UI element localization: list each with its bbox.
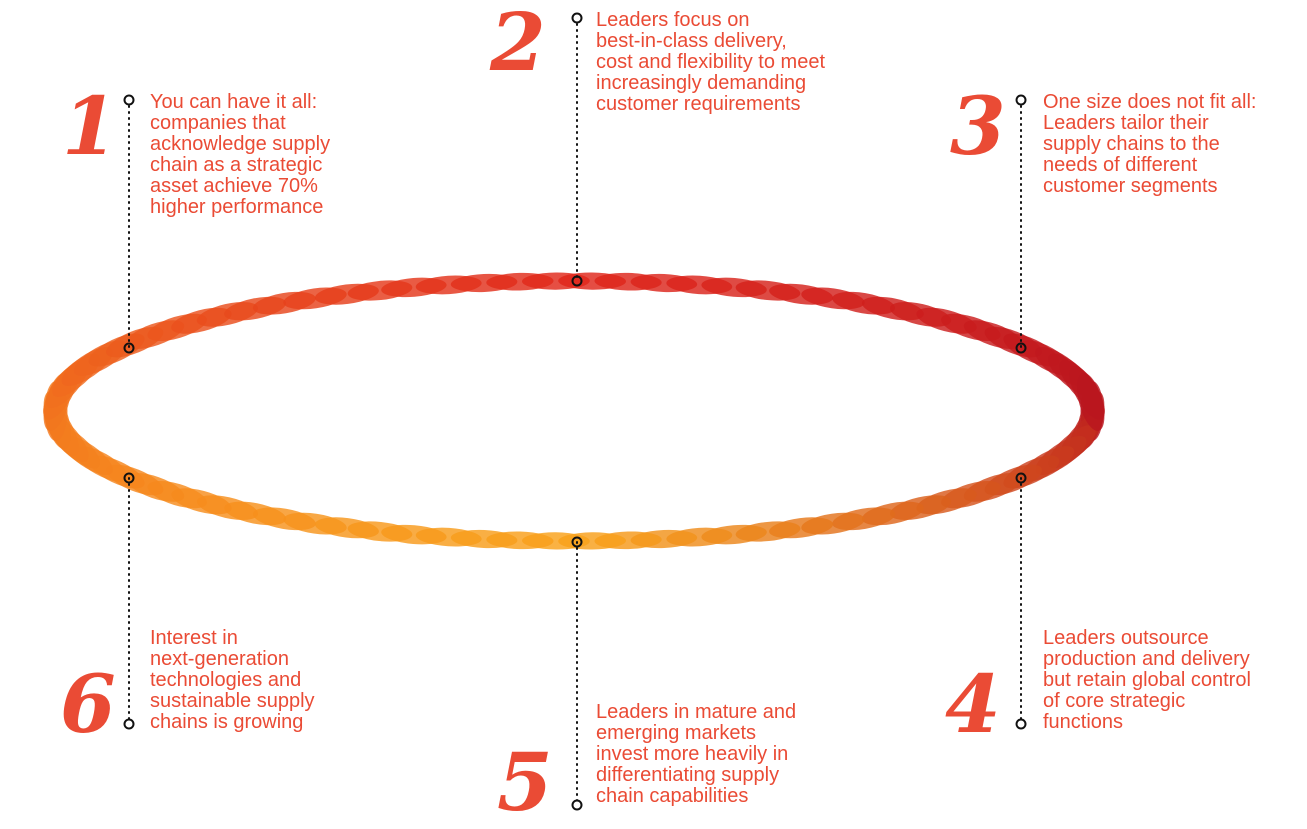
node-4-bottom bbox=[1015, 718, 1027, 730]
chain-ring bbox=[43, 272, 1105, 550]
connector-nodes bbox=[123, 12, 1027, 811]
finding-number-6: 6 bbox=[60, 657, 116, 751]
chain-link bbox=[1076, 372, 1105, 431]
node-6-bottom bbox=[123, 718, 135, 730]
node-3-top bbox=[1015, 94, 1027, 106]
connector-lines bbox=[128, 17, 1022, 806]
finding-text-2: Leaders focus on best-in-class delivery,… bbox=[596, 9, 825, 115]
node-5-ring bbox=[571, 536, 583, 548]
finding-number-4: 4 bbox=[945, 657, 1001, 751]
finding-text-4: Leaders outsource production and deliver… bbox=[1043, 627, 1251, 733]
node-5-bottom bbox=[571, 799, 583, 811]
finding-text-1: You can have it all: companies that ackn… bbox=[150, 91, 331, 218]
node-6-ring bbox=[123, 472, 135, 484]
node-1-top bbox=[123, 94, 135, 106]
finding-number-2: 2 bbox=[490, 0, 546, 89]
finding-number-5: 5 bbox=[497, 735, 553, 829]
finding-number-1: 1 bbox=[62, 79, 118, 173]
finding-text-3: One size does not fit all: Leaders tailo… bbox=[1043, 91, 1257, 197]
finding-text-5: Leaders in mature and emerging markets i… bbox=[596, 701, 797, 807]
node-2-top bbox=[571, 12, 583, 24]
finding-text-6: Interest in next-generation technologies… bbox=[150, 627, 315, 733]
finding-number-3: 3 bbox=[950, 79, 1006, 173]
node-3-ring bbox=[1015, 342, 1027, 354]
node-1-ring bbox=[123, 342, 135, 354]
node-4-ring bbox=[1015, 472, 1027, 484]
node-2-ring bbox=[571, 275, 583, 287]
